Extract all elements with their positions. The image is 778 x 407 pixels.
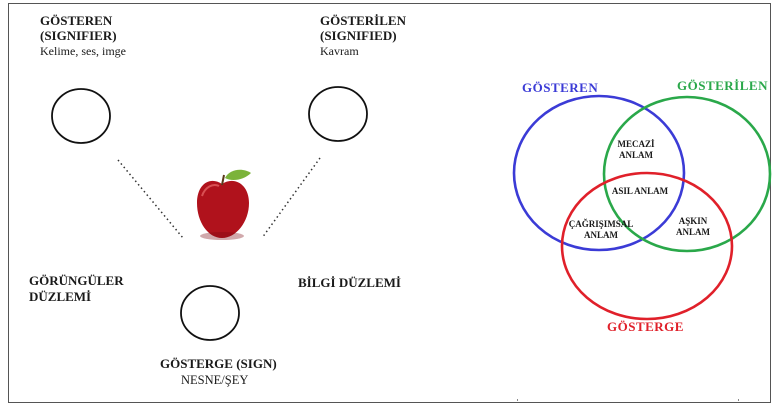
axis-tick-2: [738, 399, 739, 401]
region-askin-anlam: AŞKIN ANLAM: [676, 216, 710, 237]
sign-title: GÖSTERGE (SIGN): [160, 356, 277, 371]
signifier-desc: Kelime, ses, imge: [40, 44, 126, 58]
venn-label-gosteren: GÖSTEREN: [522, 80, 599, 95]
signified-desc: Kavram: [320, 44, 359, 58]
signified-oval: [308, 86, 368, 142]
figure-frame: [8, 3, 771, 403]
venn-label-gosterge: GÖSTERGE: [607, 319, 684, 334]
sign-oval: [180, 285, 240, 341]
dotted-line-right: [261, 157, 321, 239]
phenomena-plane-label-1: GÖRÜNGÜLER: [29, 273, 124, 288]
sign-desc: NESNE/ŞEY: [181, 373, 249, 387]
region-asil-anlam: ASIL ANLAM: [611, 186, 669, 196]
knowledge-plane-label: BİLGİ DÜZLEMİ: [298, 275, 401, 290]
venn-diagram: [512, 94, 772, 321]
signified-subtitle: (SIGNIFIED): [320, 28, 397, 43]
apple-icon: [197, 169, 251, 240]
venn-circle-gosteren: [512, 94, 686, 252]
signifier-title: GÖSTEREN: [40, 13, 113, 28]
phenomena-plane-label-2: DÜZLEMİ: [29, 289, 92, 304]
signified-title: GÖSTERİLEN: [320, 13, 406, 28]
region-mecazi-anlam: MECAZİ ANLAM: [617, 139, 655, 160]
venn-circle-gosterge: [560, 171, 734, 321]
signifier-subtitle: (SIGNIFIER): [40, 28, 117, 43]
venn-circle-gosterilen: [602, 95, 772, 253]
venn-label-gosterilen: GÖSTERİLEN: [677, 78, 768, 93]
dotted-line-left: [117, 159, 184, 239]
axis-tick-1: [517, 399, 518, 401]
region-cagrisimsal-anlam: ÇAĞRIŞIMSAL ANLAM: [568, 219, 634, 240]
signifier-oval: [51, 88, 111, 144]
